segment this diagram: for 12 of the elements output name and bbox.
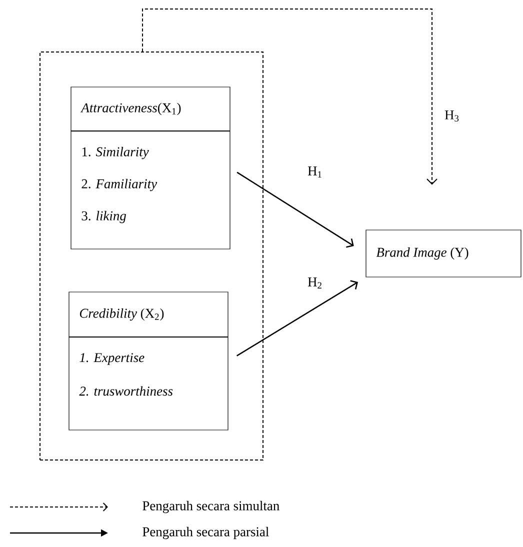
legend-text: Pengaruh secara simultan — [142, 500, 280, 514]
arrow — [236, 172, 354, 248]
edge-label: H$_{2}$ — [306, 276, 324, 290]
construct-box: Credibility (X$_{2}$) 1. Expertise 2. trusworthiness — [68, 292, 228, 430]
arrow — [236, 280, 358, 356]
edge-label: H$_{3}$ — [444, 109, 460, 123]
construct-box: Attractiveness(X$_{1}$) 1. Similarity 2. Familiarity 3. liking — [70, 86, 230, 250]
arrow — [142, 8, 438, 185]
construct-box: Brand Image (Y) — [366, 230, 522, 278]
group-box — [40, 52, 264, 460]
legend-text: Pengaruh secara parsial — [142, 526, 269, 540]
edge-label: H$_{1}$ — [306, 166, 324, 178]
